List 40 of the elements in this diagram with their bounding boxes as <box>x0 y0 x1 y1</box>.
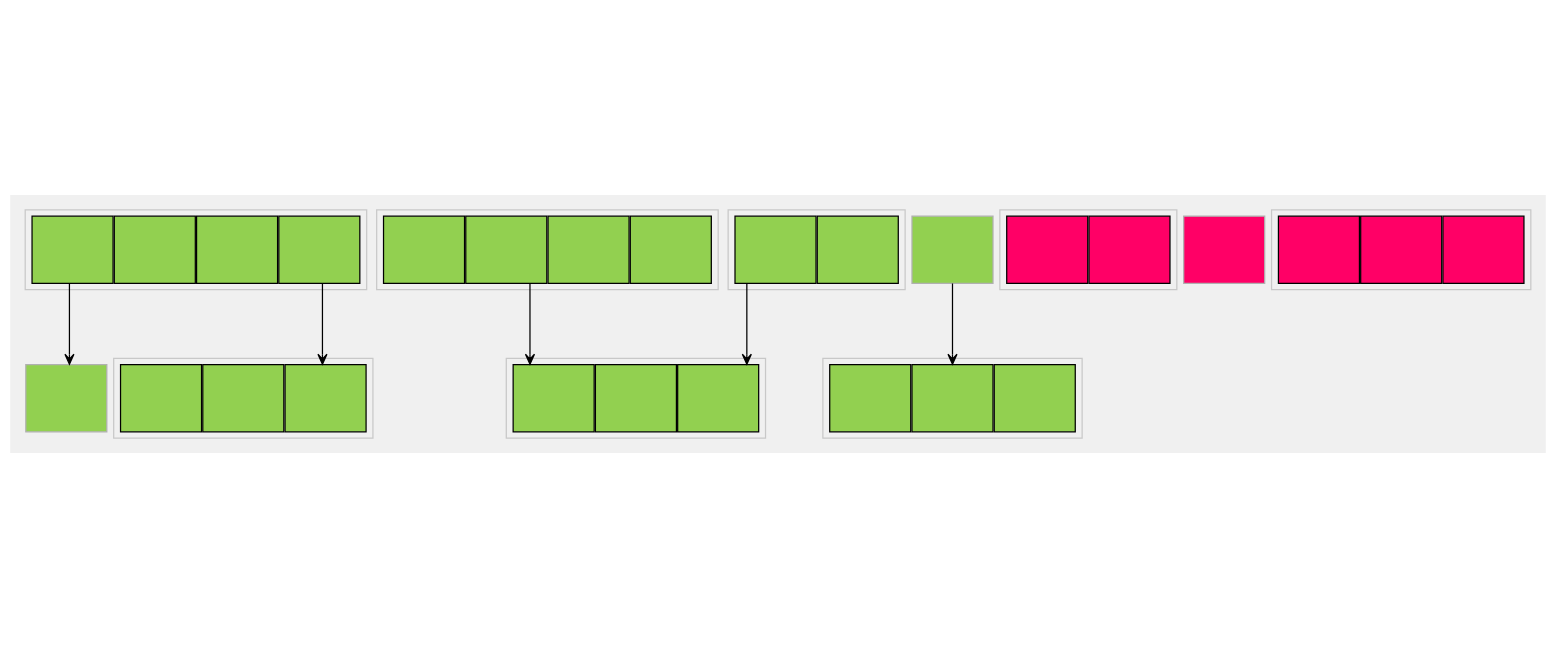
node-box <box>512 363 595 433</box>
arrow <box>741 282 752 365</box>
arrow <box>524 282 536 365</box>
node-box <box>629 215 712 285</box>
node-box <box>1006 215 1089 285</box>
cluster <box>376 209 719 291</box>
node-box <box>1442 215 1525 285</box>
node-box <box>911 215 994 285</box>
node-box <box>25 363 108 433</box>
arrow <box>64 282 75 365</box>
cluster <box>113 357 374 439</box>
node-box <box>31 215 114 285</box>
node-box <box>993 363 1076 433</box>
node-box <box>594 363 678 433</box>
node-box <box>278 215 361 285</box>
node-box <box>677 363 760 433</box>
node-box <box>382 215 466 285</box>
node-box <box>195 215 279 285</box>
node-box <box>1360 215 1443 285</box>
node-box <box>1277 215 1361 285</box>
cluster <box>24 209 368 291</box>
cluster <box>999 209 1178 291</box>
cluster <box>822 357 1083 439</box>
node-box <box>465 215 548 285</box>
node-box <box>202 363 285 433</box>
arrow <box>317 282 328 365</box>
node-box <box>911 363 994 433</box>
node-box <box>816 215 899 285</box>
arrow <box>947 282 958 365</box>
node-box <box>1183 215 1266 285</box>
cluster <box>1270 209 1532 291</box>
node-box <box>734 215 817 285</box>
node-box <box>119 363 203 433</box>
node-box <box>829 363 912 433</box>
node-box <box>1088 215 1171 285</box>
cluster <box>727 209 906 291</box>
node-box <box>547 215 630 285</box>
node-box <box>113 215 196 285</box>
node-box <box>284 363 367 433</box>
cluster <box>505 357 767 439</box>
